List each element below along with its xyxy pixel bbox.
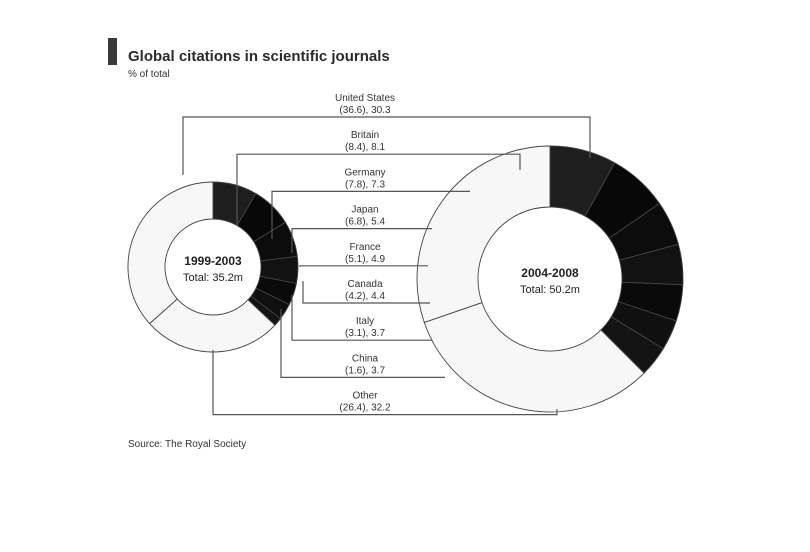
- label-germany-name: Germany: [344, 167, 385, 178]
- connector-canada: [302, 281, 430, 304]
- title-accent-bar: [108, 38, 117, 65]
- donut-right: [416, 145, 684, 413]
- connector-united-states: [182, 116, 591, 175]
- label-germany-values: (7.8), 7.3: [345, 179, 385, 190]
- label-other-name: Other: [352, 391, 378, 402]
- connector-germany: [271, 190, 470, 239]
- label-japan-values: (6.8), 5.4: [345, 217, 385, 228]
- connector-japan: [291, 228, 432, 253]
- label-united-states-name: United States: [335, 93, 395, 104]
- label-france-values: (5.1), 4.9: [345, 254, 385, 265]
- source-note: Source: The Royal Society: [128, 439, 247, 450]
- connector-lines: [182, 116, 591, 416]
- chart-subtitle: % of total: [128, 69, 170, 80]
- label-italy-name: Italy: [356, 316, 374, 327]
- chart-title: Global citations in scientific journals: [128, 48, 390, 65]
- label-britain-values: (8.4), 8.1: [345, 142, 385, 153]
- connector-france: [299, 265, 428, 267]
- donut-left: [127, 181, 299, 353]
- label-japan-name: Japan: [351, 205, 378, 216]
- donut-center-label-1: 2004-2008: [521, 266, 579, 280]
- donut-center-total-0: Total: 35.2m: [183, 272, 243, 284]
- slice-2004-2008-united-states: [416, 145, 551, 324]
- label-italy-values: (3.1), 3.7: [345, 328, 385, 339]
- label-canada-values: (4.2), 4.4: [345, 291, 385, 302]
- connector-britain: [236, 153, 521, 225]
- label-china-name: China: [352, 353, 379, 364]
- slice-1999-2003-united-states: [127, 181, 214, 325]
- connector-other: [212, 350, 558, 416]
- slice-1999-2003-other: [148, 298, 276, 353]
- label-china-values: (1.6), 3.7: [345, 365, 385, 376]
- label-britain-name: Britain: [351, 130, 379, 141]
- label-canada-name: Canada: [347, 279, 382, 290]
- label-france-name: France: [349, 242, 381, 253]
- connector-italy: [291, 295, 432, 341]
- slice-2004-2008-other: [423, 301, 645, 413]
- donut-center-total-1: Total: 50.2m: [520, 284, 580, 296]
- connector-china: [280, 309, 445, 378]
- donut-center-label-0: 1999-2003: [184, 254, 242, 268]
- label-united-states-values: (36.6), 30.3: [339, 105, 391, 116]
- label-other-values: (26.4), 32.2: [339, 403, 391, 414]
